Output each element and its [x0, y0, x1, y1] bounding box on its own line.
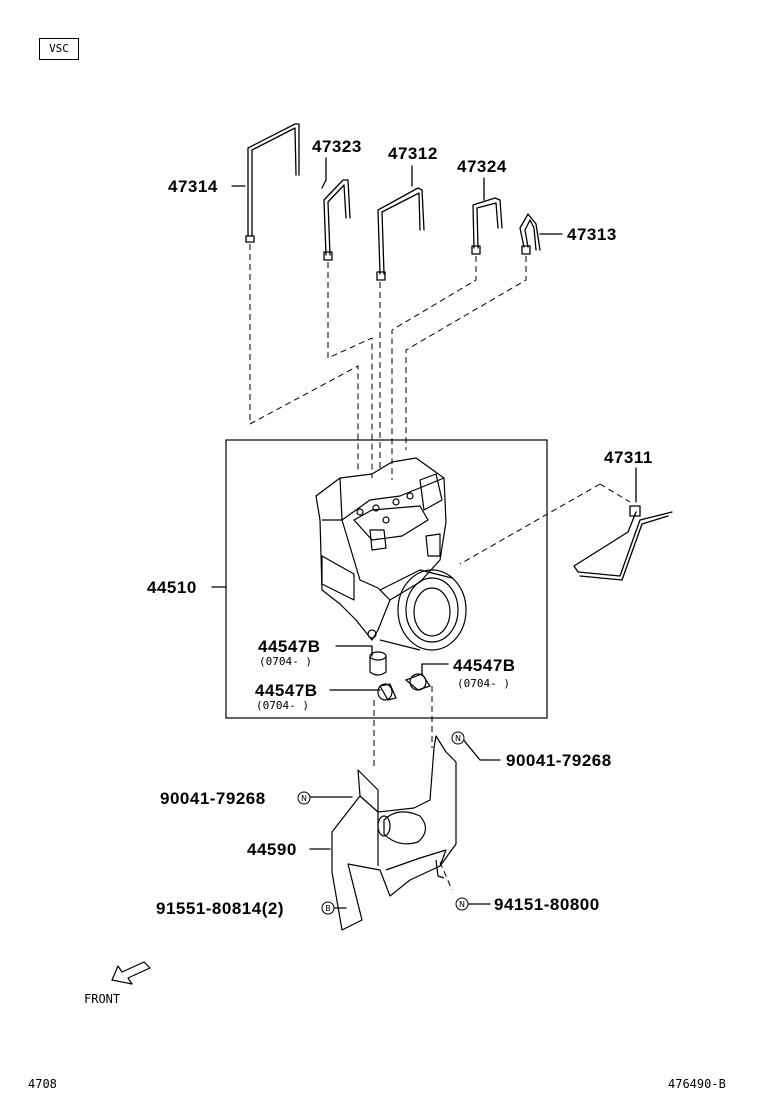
label-44547b-2: 44547B: [255, 681, 318, 700]
brake-tube-47314: [245, 123, 300, 243]
brake-tube-47323: [323, 179, 351, 261]
label-44510: 44510: [147, 578, 197, 597]
brake-tube-47312: [376, 187, 425, 281]
marker-b: [321, 901, 335, 915]
marker-n-1: [451, 731, 465, 745]
marker-n-3-text: N: [459, 900, 465, 909]
marker-n-1-text: N: [455, 734, 461, 743]
label-47314: 47314: [168, 177, 218, 196]
label-90041-79268-left: 90041-79268: [160, 789, 266, 808]
leader-90041-right: [461, 737, 501, 761]
marker-b-text: B: [325, 904, 331, 913]
label-47323: 47323: [312, 137, 362, 156]
footer-page-number: 4708: [28, 1077, 57, 1091]
leader-44547b-1: [335, 645, 373, 657]
vsc-tag: VSC: [39, 38, 79, 60]
label-90041-79268-right: 90041-79268: [506, 751, 612, 770]
label-44547b-2-range: (0704- ): [256, 699, 309, 712]
abs-actuator-44510: [315, 457, 467, 651]
label-47311: 47311: [604, 448, 653, 467]
marker-n-3: [455, 897, 469, 911]
label-91551-80814: 91551-80814(2): [156, 899, 284, 918]
actuator-box: [225, 439, 548, 719]
bracket-44590: [331, 735, 457, 931]
cushion-44547b-2: [377, 683, 397, 701]
front-arrow-icon: [111, 961, 151, 985]
footer-diagram-code: 476490-B: [668, 1077, 726, 1091]
cushion-44547b-1: [369, 651, 387, 676]
cushion-44547b-set: [369, 651, 431, 701]
label-47324: 47324: [457, 157, 507, 176]
front-label: FRONT: [84, 992, 121, 1006]
marker-n-2: [297, 791, 311, 805]
cushion-44547b-3: [404, 673, 431, 691]
routing-dashes: [249, 244, 631, 891]
label-44590: 44590: [247, 840, 297, 859]
brake-tube-47324: [471, 197, 503, 255]
brake-tube-47311: [573, 505, 673, 581]
markers: [297, 731, 469, 915]
label-47313: 47313: [567, 225, 617, 244]
brake-tube-47313: [519, 213, 541, 255]
leader-44547b-3: [421, 663, 449, 675]
label-44547b-1: 44547B: [258, 637, 321, 656]
leader-47323: [321, 157, 327, 189]
label-44547b-3-range: (0704- ): [457, 677, 510, 690]
marker-n-2-text: N: [301, 794, 307, 803]
label-94151-80800: 94151-80800: [494, 895, 600, 914]
label-44547b-3: 44547B: [453, 656, 516, 675]
label-47312: 47312: [388, 144, 438, 163]
label-44547b-1-range: (0704- ): [259, 655, 312, 668]
